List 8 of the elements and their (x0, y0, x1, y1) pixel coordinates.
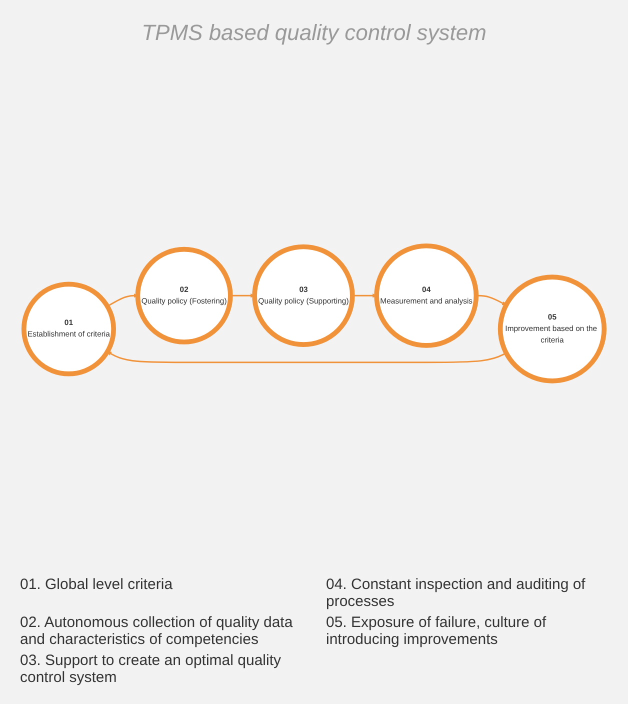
list-item: 05. Exposure of failure, culture of introducing improvements (326, 614, 548, 648)
center-caption: TPMS based quality control system (140, 20, 488, 46)
arrow (476, 294, 506, 305)
list-item: 01. Global level criteria (20, 576, 174, 595)
list-item: 02. Autonomous collection of quality data and characteristics of competencies (20, 614, 294, 648)
arrow (107, 351, 506, 363)
list-item: 04. Constant inspection and auditing of processes (326, 576, 586, 610)
list-item: 03. Support to create an optimal quality control system (20, 652, 282, 686)
